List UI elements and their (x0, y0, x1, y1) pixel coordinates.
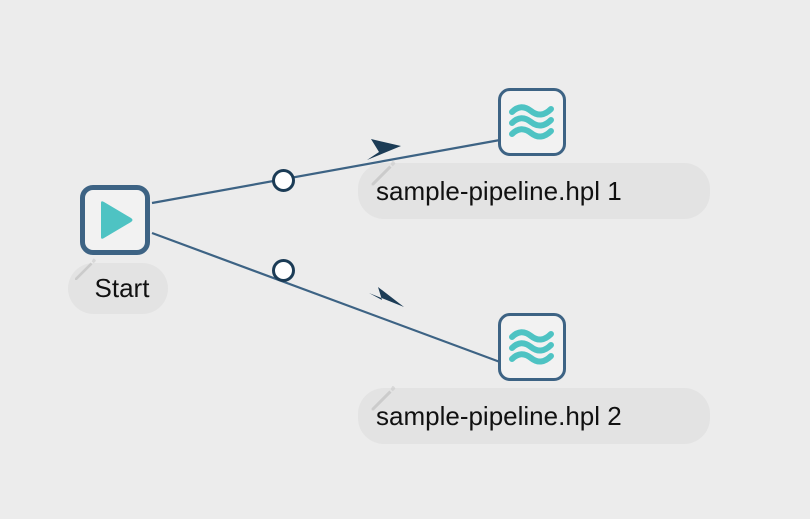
node-pipeline-1-label-text: sample-pipeline.hpl 1 (376, 175, 622, 206)
node-pipeline-2-label-text: sample-pipeline.hpl 2 (376, 400, 622, 431)
edge-start-to-pipeline-2[interactable] (151, 231, 501, 364)
pipeline-waves-icon (509, 104, 554, 140)
hop-circle-edge-1[interactable] (272, 169, 295, 192)
node-start-label-text: Start (94, 273, 150, 303)
node-pipeline-1-label-pill[interactable]: sample-pipeline.hpl 1 (358, 160, 710, 219)
arrowhead-icon-edge-2 (369, 287, 404, 307)
node-pipeline-1[interactable] (498, 88, 566, 156)
node-pipeline-2-label-pill[interactable]: sample-pipeline.hpl 2 (358, 385, 710, 444)
pencil-icon (75, 258, 96, 280)
node-pipeline-2[interactable] (498, 313, 566, 381)
hop-circle-edge-2[interactable] (272, 259, 295, 282)
node-start-label-pill[interactable]: Start (68, 258, 168, 314)
node-start[interactable] (80, 185, 150, 255)
pencil-icon (371, 385, 396, 411)
pipeline-waves-icon (509, 329, 554, 365)
play-triangle-icon (101, 201, 133, 239)
